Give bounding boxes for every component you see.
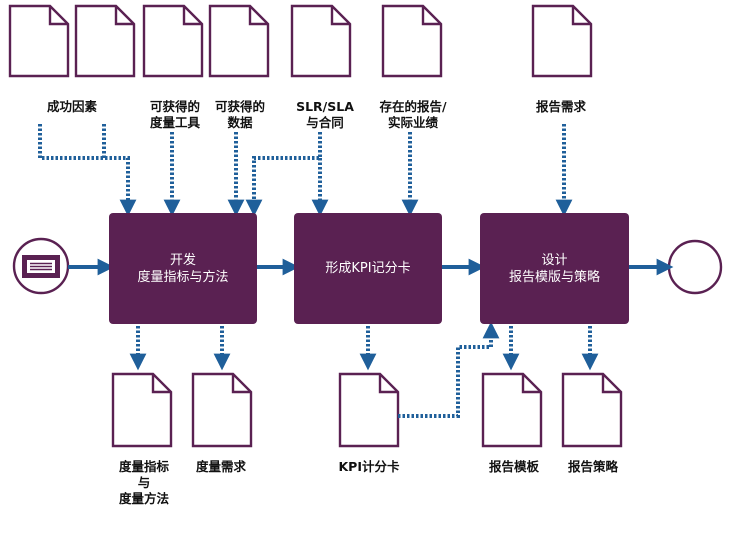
input-doc-tools [142,4,204,78]
input-doc-slr-sla [290,4,352,78]
input-label-data: 可获得的 数据 [214,99,266,130]
end-circle-icon [667,239,723,295]
output-label-metrics-methods: 度量指标 与 度量方法 [118,459,170,506]
output-label-report-strategy: 报告策略 [567,459,619,474]
output-doc-kpi-scorecard [338,372,400,448]
output-label-report-template: 报告模板 [488,459,540,474]
process-design-report-templates: 设计 报告模版与策略 [480,213,629,324]
input-label-tools: 可获得的 度量工具 [149,99,201,130]
input-doc-report-requirements [531,4,593,78]
input-arrow-slr-to-develop [245,132,322,217]
input-label-slr-sla: SLR/SLA 与合同 [296,99,354,130]
process-form-kpi-scorecard: 形成KPI记分卡 [294,213,442,324]
output-doc-report-strategy [561,372,623,448]
input-label-success-factors: 成功因素 [46,99,98,114]
output-doc-metrics-methods [111,372,173,448]
input-doc-data [208,4,270,78]
output-label-kpi-scorecard: KPI计分卡 [338,459,400,474]
output-doc-metric-requirements [191,372,253,448]
input-label-report-requirements: 报告需求 [535,99,587,114]
input-label-existing-reports: 存在的报告/ 实际业绩 [379,99,447,130]
process-develop-metrics: 开发 度量指标与方法 [109,213,257,324]
feedback-arrow-kpi-to-design [398,321,500,418]
input-doc-existing-reports [381,4,443,78]
output-doc-report-template [481,372,543,448]
start-list-icon [12,237,70,295]
input-doc-success-factors-2 [74,4,136,78]
input-arrow-success-factors-a [38,124,137,217]
output-label-metric-requirements: 度量需求 [195,459,247,474]
input-doc-success-factors-1 [8,4,70,78]
